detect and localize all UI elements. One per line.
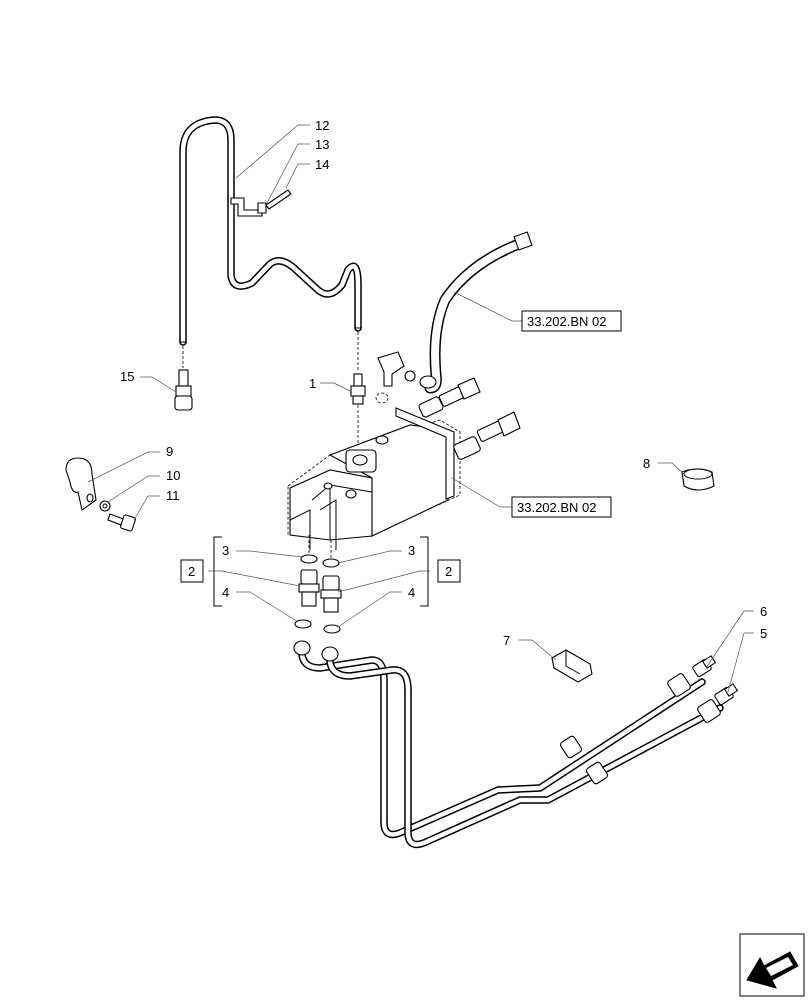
hose-clamp-8 [681,468,715,491]
svg-text:2: 2 [188,564,195,579]
callout-14: 14 [315,157,329,172]
o-ring-3-right [322,558,340,568]
rigid-pipe-upper [179,116,362,450]
boxed-callout-2-left: 2 [180,559,204,583]
page-navigation-arrow-icon[interactable] [739,933,805,997]
adapter-2-left [298,569,320,607]
callout-1: 1 [309,376,316,391]
callout-6: 6 [760,604,767,619]
boxed-callout-2-right: 2 [437,559,461,583]
control-valve-block [287,377,521,550]
callout-4-right: 4 [408,585,415,600]
callout-5: 5 [760,626,767,641]
callouts: 12 13 14 15 1 9 10 11 8 3 3 4 4 7 6 5 [120,118,767,648]
callout-11: 11 [166,488,180,503]
o-ring-4-right [323,624,341,634]
svg-text:2: 2 [445,564,452,579]
leader-lines [87,124,754,693]
callout-10: 10 [166,468,180,483]
elbow-fitting [375,351,416,404]
callout-3-right: 3 [408,543,415,558]
callout-12: 12 [315,118,329,133]
clamp-9 [65,457,97,511]
svg-text:33.202.BN 02: 33.202.BN 02 [527,314,607,329]
pipe-bracket [230,189,292,217]
washer-10 [99,500,111,512]
reference-box-valve[interactable]: 33.202.BN 02 [511,496,612,518]
pipe-clip-7 [551,649,593,683]
rigid-pipe-5 [321,646,739,849]
svg-text:33.202.BN 02: 33.202.BN 02 [517,500,597,515]
bolt-11 [107,513,136,532]
valve-spool-upper [418,377,481,418]
callout-7: 7 [503,633,510,648]
reference-box-hose[interactable]: 33.202.BN 02 [521,310,622,332]
callout-8: 8 [643,456,650,471]
flexible-hose [419,231,533,394]
o-ring-4-left [294,619,312,629]
fitting-1 [350,373,366,405]
callout-3-left: 3 [222,543,229,558]
callout-15: 15 [120,369,134,384]
valve-spool-lower [453,411,521,460]
o-ring-3-left [300,554,318,564]
fitting-15 [174,369,193,411]
callout-9: 9 [166,444,173,459]
callout-13: 13 [315,137,329,152]
adapter-2-right [320,575,342,613]
callout-4-left: 4 [222,585,229,600]
